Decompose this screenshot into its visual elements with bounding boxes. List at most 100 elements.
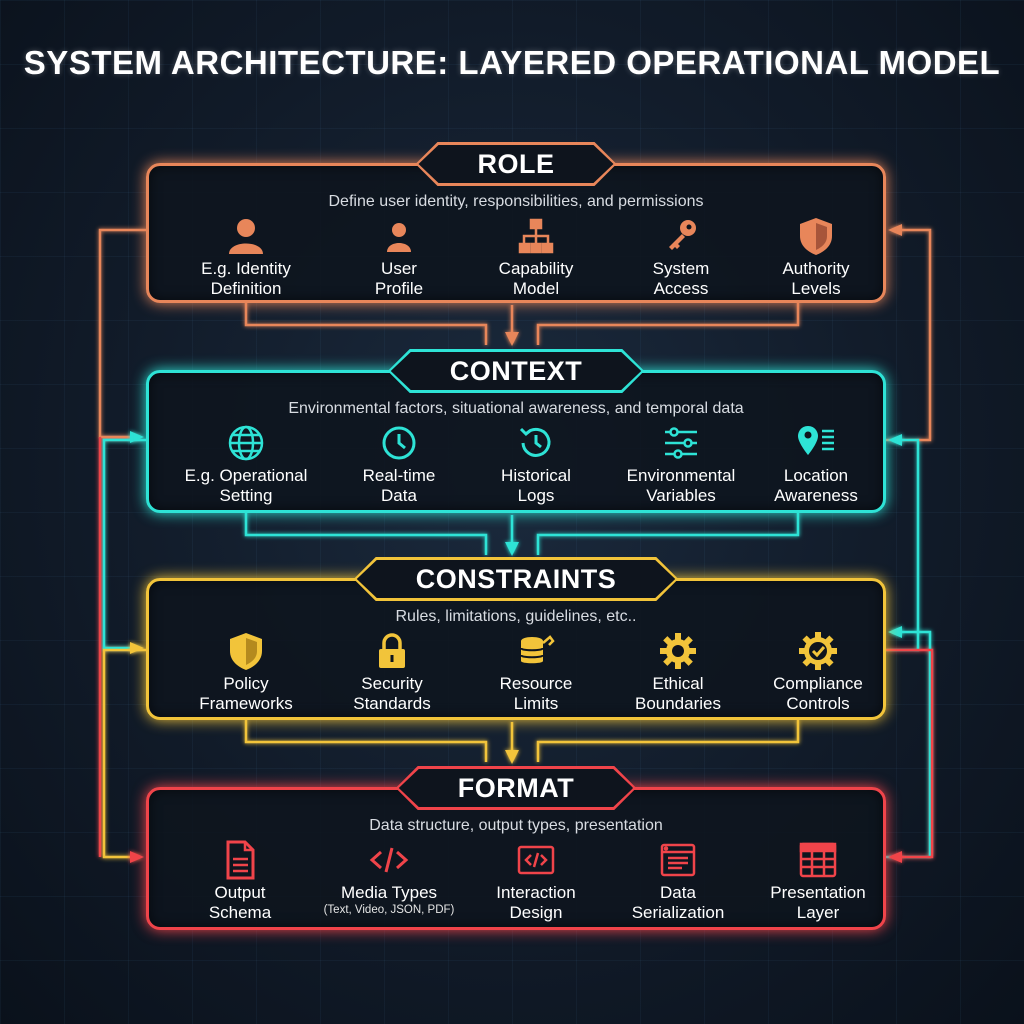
role-item-capability-model: Capability Model [461, 216, 611, 299]
role-item-authority-levels: Authority Levels [741, 216, 891, 299]
item-label: Compliance Controls [773, 674, 863, 713]
diagram-title: SYSTEM ARCHITECTURE: LAYERED OPERATIONAL… [23, 44, 1001, 81]
shield-icon [800, 218, 832, 255]
item-label: Output Schema [208, 883, 272, 922]
item-label: User Profile [374, 259, 424, 298]
constraints-title: CONSTRAINTS [415, 563, 617, 594]
gear-icon [660, 633, 696, 669]
code-icon [369, 847, 409, 873]
user-profile-icon [387, 223, 411, 252]
format-item-presentation-layer: Presentation Layer [743, 840, 893, 923]
format-item-interaction-design: Interaction Design [461, 840, 611, 923]
left-constraints-to-format-line [102, 648, 146, 859]
format-layer: FORMAT Data structure, output types, pre… [146, 787, 886, 930]
key-icon [669, 220, 696, 250]
context-item-operational-setting: E.g. Operational Setting [171, 423, 321, 506]
arrowhead [888, 224, 902, 236]
item-label: Data Serialization [631, 883, 725, 922]
constraints-item-policy-frameworks: Policy Frameworks [171, 631, 321, 714]
item-label: Resource Limits [499, 674, 573, 713]
item-label: Authority Levels [782, 259, 850, 298]
item-label: Security Standards [353, 674, 431, 713]
constraints-layer: CONSTRAINTS Rules, limitations, guidelin… [146, 578, 886, 720]
context-item-real-time-data: Real-time Data [324, 423, 474, 506]
arrowhead [888, 626, 902, 638]
context-header: CONTEXT [388, 349, 645, 393]
role-to-context-connector-right [536, 302, 800, 345]
context-item-location-awareness: Location Awareness [741, 423, 891, 506]
person-icon [229, 219, 263, 254]
item-label: Presentation Layer [770, 883, 866, 922]
item-label: Ethical Boundaries [634, 674, 721, 713]
item-label: E.g. Operational Setting [184, 466, 308, 505]
code-window-icon [517, 845, 555, 875]
context-title: CONTEXT [449, 355, 583, 386]
role-title: ROLE [477, 148, 555, 179]
location-pin-icon [798, 426, 834, 455]
right-context-to-role-line [886, 228, 932, 442]
format-description: Data structure, output types, presentati… [369, 817, 663, 834]
item-sublabel: (Text, Video, JSON, PDF) [323, 904, 455, 916]
document-icon [226, 840, 255, 880]
constraints-item-ethical-boundaries: Ethical Boundaries [603, 631, 753, 714]
item-label: Historical Logs [501, 466, 571, 505]
format-item-media-types: Media Types (Text, Video, JSON, PDF) [314, 840, 464, 916]
context-to-constraints-connector [244, 512, 488, 555]
role-to-context-connector [244, 302, 488, 345]
item-label: Media Types [340, 883, 438, 902]
context-item-environmental-variables: Environmental Variables [606, 423, 756, 506]
item-label: Capability Model [498, 259, 574, 298]
context-to-constraints-connector-right [536, 512, 800, 555]
role-header: ROLE [415, 142, 616, 186]
item-label: Location Awareness [774, 466, 858, 505]
context-description: Environmental factors, situational aware… [288, 400, 744, 417]
constraints-header: CONSTRAINTS [354, 557, 679, 601]
context-layer: CONTEXT Environmental factors, situation… [146, 370, 886, 513]
constraints-item-security-standards: Security Standards [317, 631, 467, 714]
role-item-identity-definition: E.g. Identity Definition [171, 216, 321, 299]
arrowhead [505, 332, 519, 346]
format-item-data-serialization: Data Serialization [603, 840, 753, 923]
gear-check-icon [799, 632, 837, 670]
item-label: E.g. Identity Definition [201, 259, 291, 298]
arrowhead [888, 851, 902, 863]
database-icon [520, 635, 555, 664]
constraints-to-format-connector [244, 720, 488, 762]
left-role-to-context-line [98, 228, 146, 439]
constraints-item-resource-limits: Resource Limits [461, 631, 611, 714]
arrowhead [505, 750, 519, 764]
history-icon [519, 427, 551, 457]
context-item-historical-logs: Historical Logs [461, 423, 611, 506]
sliders-icon [665, 427, 697, 459]
arrowhead [505, 542, 519, 556]
item-label: Interaction Design [496, 883, 576, 922]
role-item-user-profile: User Profile [324, 216, 474, 299]
arrowhead [130, 851, 144, 863]
right-constraints-format-line [886, 648, 934, 859]
constraints-description: Rules, limitations, guidelines, etc.. [395, 608, 637, 625]
constraints-item-compliance-controls: Compliance Controls [743, 631, 893, 714]
clock-icon [382, 426, 416, 460]
arrowhead [130, 431, 144, 443]
role-description: Define user identity, responsibilities, … [328, 193, 704, 210]
left-context-to-constraints-line [102, 438, 146, 650]
format-header: FORMAT [396, 766, 636, 810]
shield-icon [230, 633, 262, 670]
arrowhead [888, 434, 902, 446]
format-item-output-schema: Output Schema [165, 840, 315, 923]
item-label: Environmental Variables [626, 466, 736, 505]
padlock-icon [379, 633, 405, 668]
table-icon [799, 842, 837, 878]
browser-list-icon [660, 843, 696, 877]
constraints-to-format-connector-right [536, 720, 800, 762]
item-label: Policy Frameworks [199, 674, 293, 713]
role-item-system-access: System Access [606, 216, 756, 299]
globe-icon [228, 425, 264, 461]
role-layer: ROLE Define user identity, responsibilit… [146, 163, 886, 303]
item-label: Real-time Data [362, 466, 436, 505]
arrowhead [130, 642, 144, 654]
hierarchy-icon [518, 218, 554, 254]
format-title: FORMAT [457, 772, 575, 803]
item-label: System Access [652, 259, 710, 298]
